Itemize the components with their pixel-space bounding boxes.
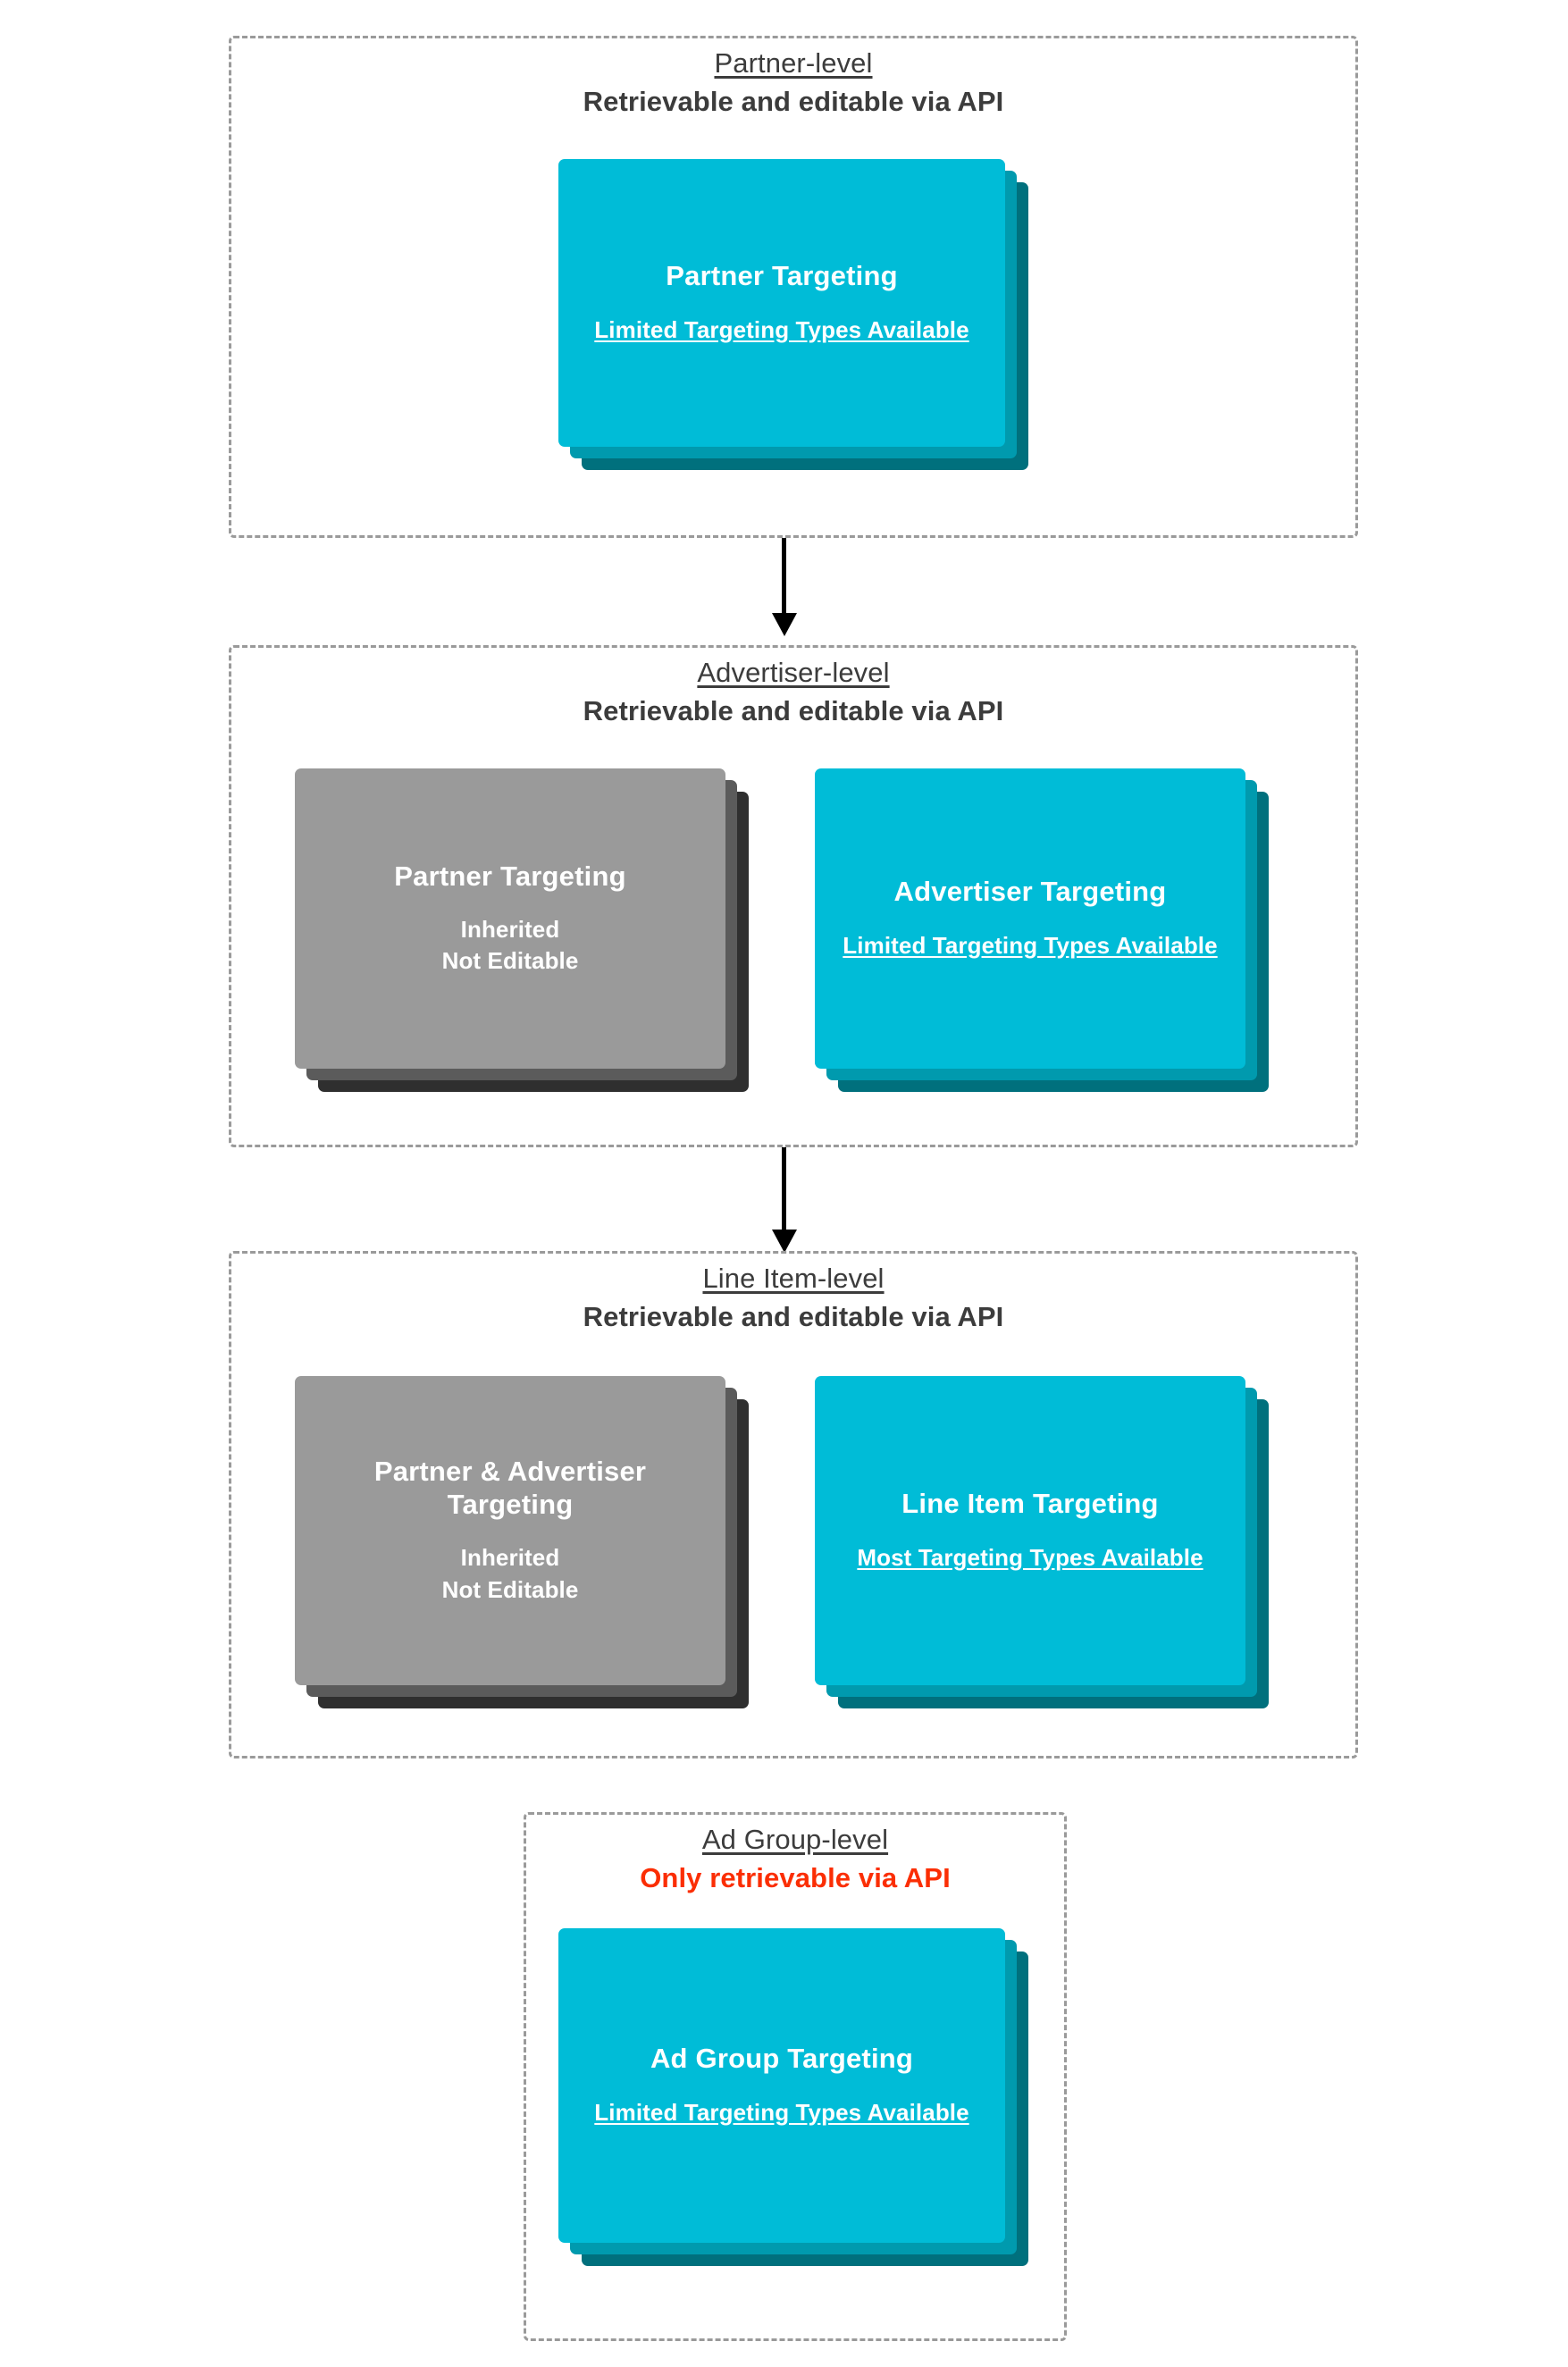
card-content-partner-targeting: Partner Targeting Limited Targeting Type… [558, 159, 1005, 447]
arrow-head [772, 1230, 797, 1253]
card-note-line-item-targeting: Most Targeting Types Available [857, 1543, 1203, 1571]
card-title-advertiser-targeting: Advertiser Targeting [893, 876, 1167, 908]
card-content-partner-inherited: Partner Targeting Inherited Not Editable [295, 768, 725, 1069]
card-stack-line-item-targeting[interactable]: Line Item Targeting Most Targeting Types… [815, 1376, 1285, 1708]
arrow-shaft [782, 538, 786, 613]
card-content-ad-group-targeting: Ad Group Targeting Limited Targeting Typ… [558, 1928, 1005, 2243]
level-subtitle-partner: Retrievable and editable via API [583, 86, 1004, 118]
arrow-advertiser-to-line-item [767, 1147, 802, 1253]
level-box-partner [229, 36, 1358, 538]
card-layer-front: Ad Group Targeting Limited Targeting Typ… [558, 1928, 1005, 2243]
level-subtitle-line-item: Retrievable and editable via API [583, 1301, 1004, 1333]
level-box-advertiser [229, 645, 1358, 1147]
card-note-advertiser-targeting: Limited Targeting Types Available [843, 931, 1218, 959]
card-content-line-item-targeting: Line Item Targeting Most Targeting Types… [815, 1376, 1245, 1685]
card-stack-ad-group-targeting[interactable]: Ad Group Targeting Limited Targeting Typ… [558, 1928, 1028, 2266]
level-title-line-item: Line Item-level [702, 1263, 885, 1294]
level-box-ad-group [524, 1812, 1067, 2341]
card-note-partner-inherited: Inherited Not Editable [441, 916, 579, 975]
card-title-line-item-targeting: Line Item Targeting [901, 1488, 1159, 1520]
arrow-head [772, 613, 797, 636]
level-heading-partner: Partner-level Retrievable and editable v… [229, 46, 1358, 120]
card-layer-front: Partner & Advertiser Targeting Inherited… [295, 1376, 725, 1685]
card-title-partner-inherited: Partner Targeting [394, 860, 626, 892]
card-layer-front: Partner Targeting Limited Targeting Type… [558, 159, 1005, 447]
card-title-ad-group-targeting: Ad Group Targeting [650, 2043, 914, 2075]
card-layer-front: Partner Targeting Inherited Not Editable [295, 768, 725, 1069]
level-heading-advertiser: Advertiser-level Retrievable and editabl… [229, 656, 1358, 729]
level-heading-ad-group: Ad Group-level Only retrievable via API [524, 1823, 1067, 1896]
level-subtitle-ad-group: Only retrievable via API [640, 1862, 951, 1894]
card-layer-front: Line Item Targeting Most Targeting Types… [815, 1376, 1245, 1685]
card-title-partner-targeting: Partner Targeting [666, 260, 898, 292]
level-heading-line-item: Line Item-level Retrievable and editable… [229, 1262, 1358, 1335]
arrow-shaft [782, 1147, 786, 1230]
card-stack-advertiser-targeting[interactable]: Advertiser Targeting Limited Targeting T… [815, 768, 1285, 1092]
card-note-partner-advertiser-inherited: Inherited Not Editable [441, 1544, 579, 1603]
level-title-advertiser: Advertiser-level [697, 657, 890, 688]
arrow-partner-to-advertiser [767, 538, 802, 636]
card-content-partner-advertiser-inherited: Partner & Advertiser Targeting Inherited… [295, 1376, 725, 1685]
card-note-ad-group-targeting: Limited Targeting Types Available [594, 2098, 969, 2126]
card-layer-front: Advertiser Targeting Limited Targeting T… [815, 768, 1245, 1069]
level-box-line-item [229, 1251, 1358, 1758]
card-note-partner-targeting: Limited Targeting Types Available [594, 315, 969, 343]
card-stack-partner-targeting[interactable]: Partner Targeting Limited Targeting Type… [558, 159, 1028, 470]
level-title-partner: Partner-level [714, 47, 873, 79]
level-title-ad-group: Ad Group-level [701, 1824, 889, 1855]
card-title-partner-advertiser-inherited: Partner & Advertiser Targeting [373, 1456, 647, 1520]
card-stack-line-item-partner-advertiser-inherited[interactable]: Partner & Advertiser Targeting Inherited… [295, 1376, 765, 1708]
card-content-advertiser-targeting: Advertiser Targeting Limited Targeting T… [815, 768, 1245, 1069]
card-stack-advertiser-partner-inherited[interactable]: Partner Targeting Inherited Not Editable [295, 768, 765, 1092]
level-subtitle-advertiser: Retrievable and editable via API [583, 695, 1004, 727]
